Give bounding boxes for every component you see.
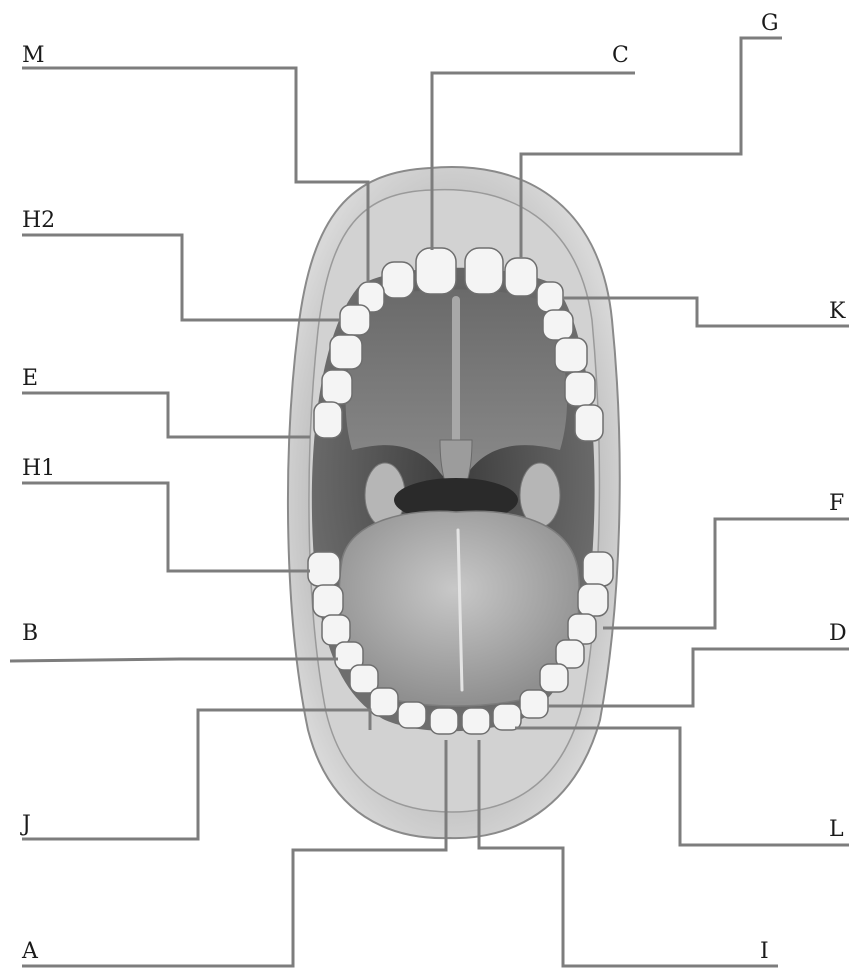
leader-line-H2 <box>22 235 340 320</box>
leader-line-B <box>10 659 338 661</box>
label-E: E <box>22 366 38 391</box>
label-A: A <box>21 939 39 964</box>
label-I: I <box>760 939 769 964</box>
label-C: C <box>612 43 629 68</box>
label-H1: H1 <box>22 456 55 481</box>
label-G: G <box>761 11 779 36</box>
leader-line-F <box>603 519 849 628</box>
mouth-illustration <box>288 167 620 838</box>
label-H2: H2 <box>22 208 55 233</box>
label-M: M <box>22 43 45 68</box>
label-D: D <box>829 621 847 646</box>
label-K: K <box>829 299 846 324</box>
label-B: B <box>22 621 38 646</box>
leader-line-E <box>22 393 310 437</box>
leader-line-H1 <box>22 483 310 571</box>
label-L: L <box>829 817 844 842</box>
label-F: F <box>829 491 844 516</box>
label-J: J <box>20 812 31 837</box>
